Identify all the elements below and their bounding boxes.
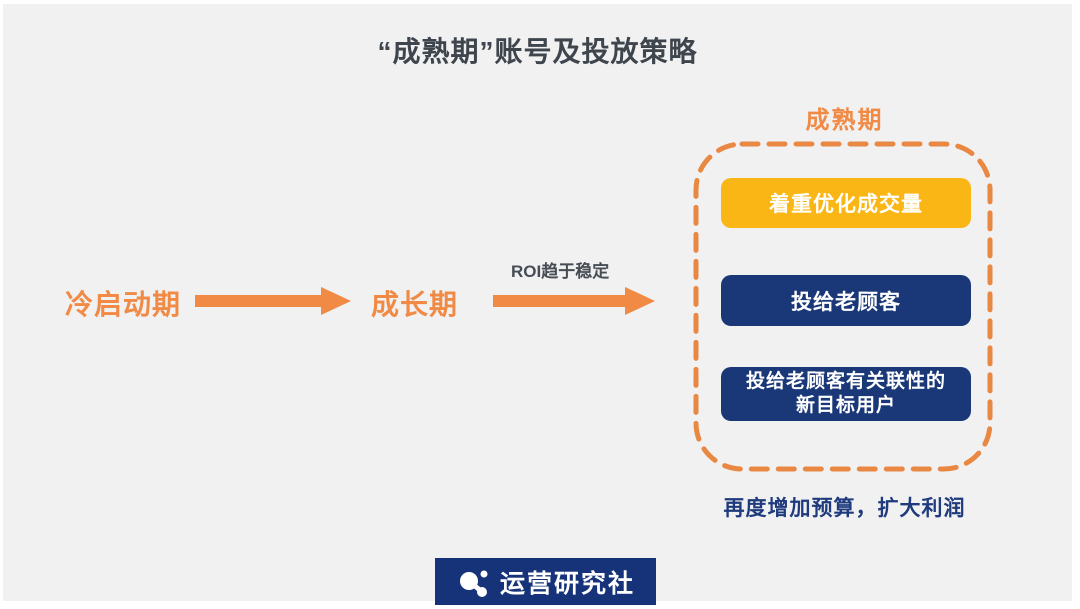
strategy-box-label: 投给老顾客 (791, 290, 901, 314)
flow-arrow-icon (493, 287, 655, 315)
mature-stage-label: 成熟期 (805, 107, 884, 134)
stage-cold-start-label: 冷启动期 (65, 289, 182, 320)
page-title: “成熟期”账号及投放策略 (377, 36, 698, 67)
slide-canvas: “成熟期”账号及投放策略 冷启动期 成长期 ROI趋于稳定 成熟期 着重优化成交… (3, 4, 1072, 605)
strategy-box-old-customers: 投给老顾客 (721, 275, 971, 326)
strategy-box-optimize-deals: 着重优化成交量 (721, 178, 971, 228)
strategy-box-label-line1: 投给老顾客有关联性的 (745, 371, 946, 392)
stage-growth-label: 成长期 (371, 289, 459, 320)
strategy-box-label: 着重优化成交量 (769, 193, 923, 216)
brand-name: 运营研究社 (499, 569, 635, 598)
strategy-box-related-new-users: 投给老顾客有关联性的 新目标用户 (721, 367, 971, 421)
molecule-icon (459, 570, 488, 597)
dashed-border-container (693, 141, 993, 472)
arrow-roi-label: ROI趋于稳定 (511, 262, 610, 281)
budget-caption: 再度增加预算，扩大利润 (723, 497, 966, 520)
strategy-box-label-line2: 新目标用户 (795, 395, 896, 416)
flow-arrow-icon (195, 287, 351, 315)
brand-logo-bar: 运营研究社 (435, 558, 656, 605)
